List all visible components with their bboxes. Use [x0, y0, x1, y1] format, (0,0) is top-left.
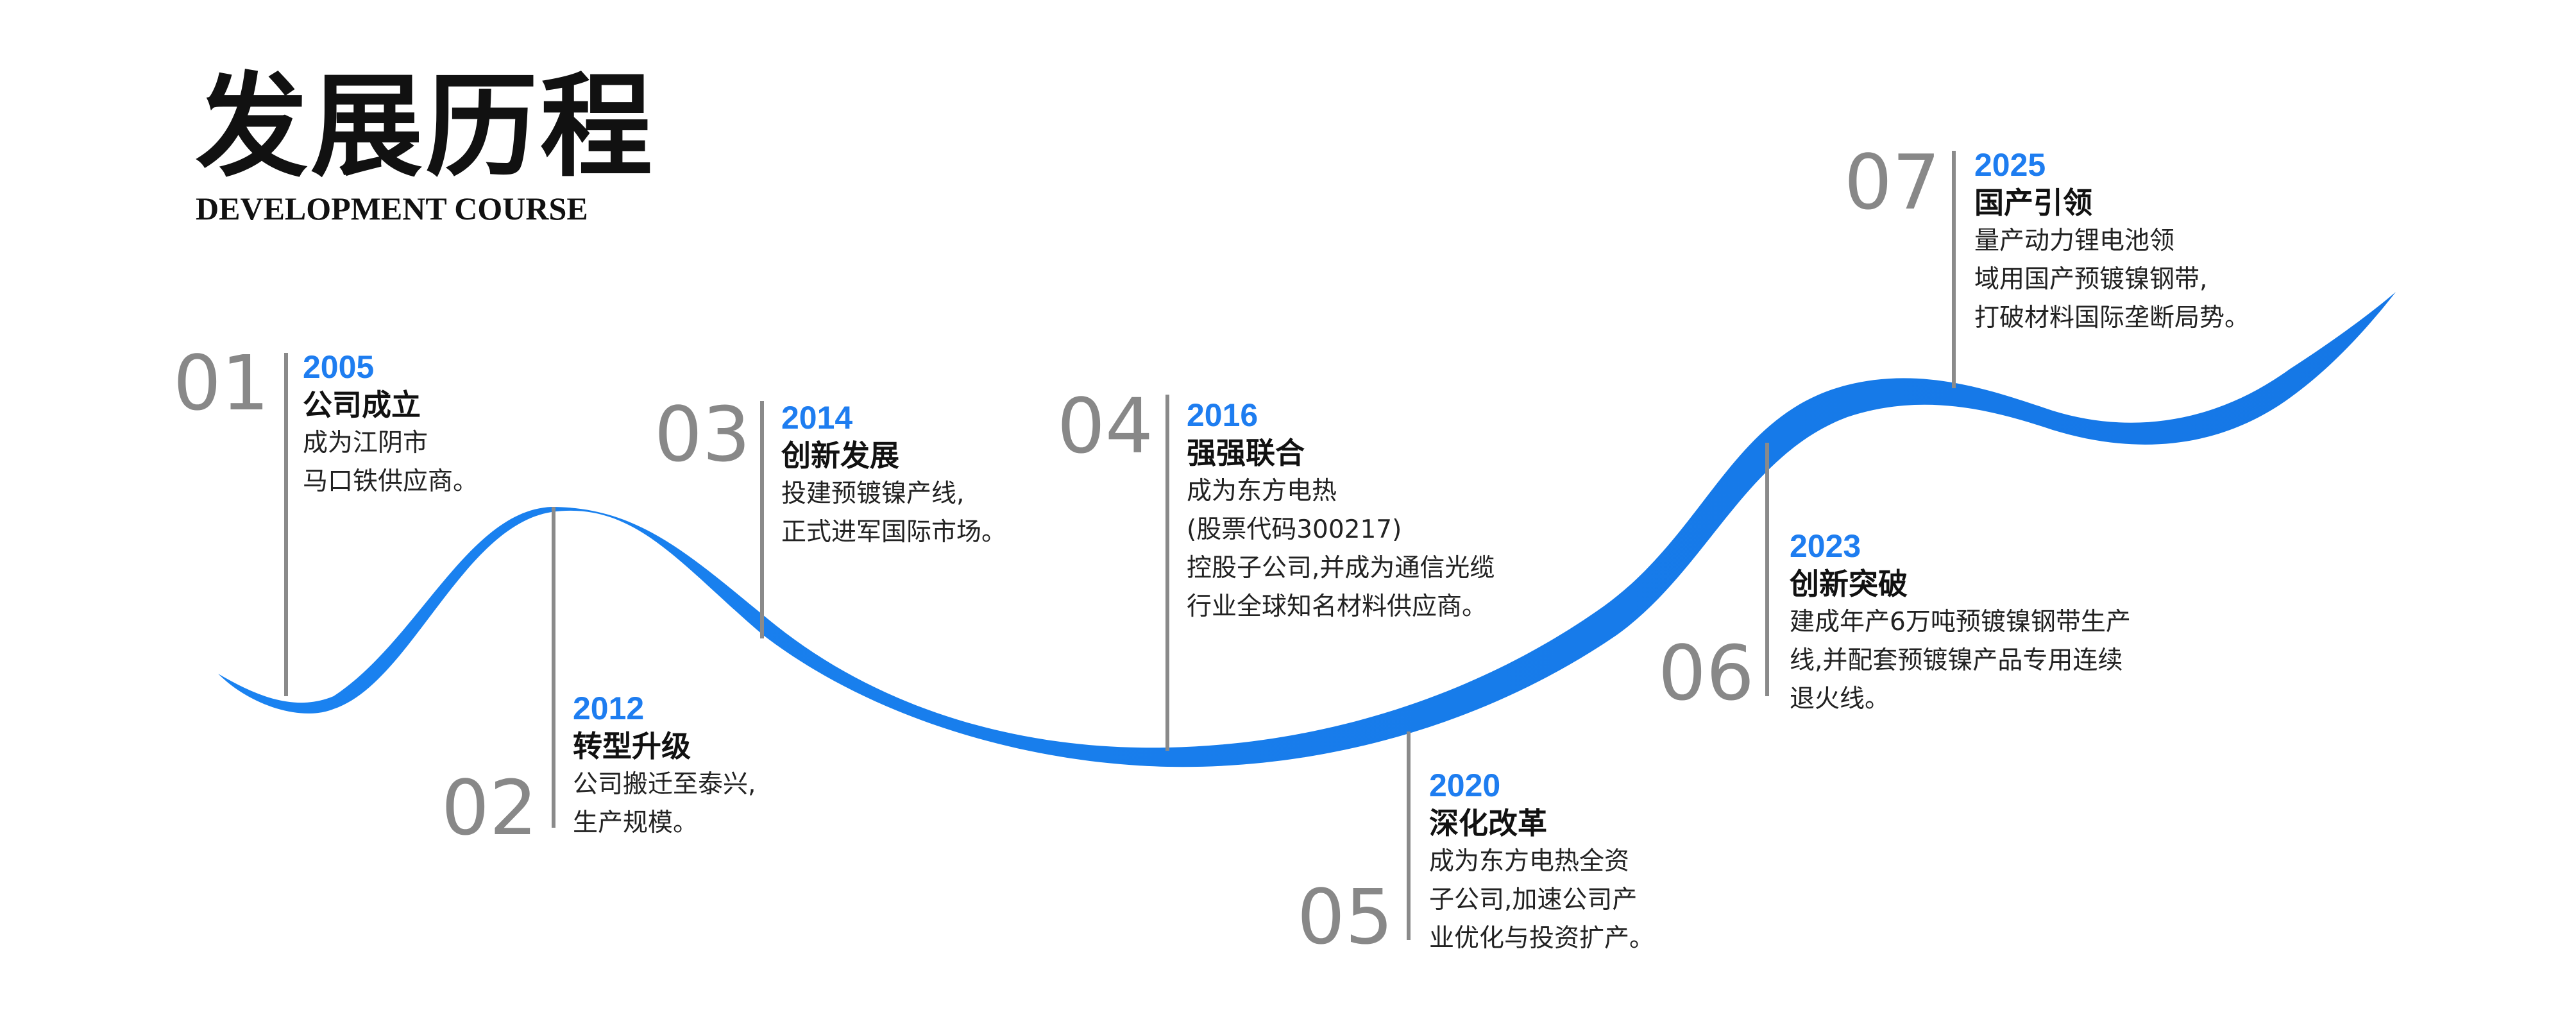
- milestone-desc-line: 公司搬迁至泰兴,: [573, 770, 756, 799]
- milestone-desc-line: 马口铁供应商。: [303, 467, 479, 496]
- milestone-heading: 创新发展: [781, 438, 899, 473]
- milestone-07: 2025 国产引领 量产动力锂电池领 域用国产预镀镍钢带, 打破材料国际垄断局势…: [1974, 146, 2250, 338]
- milestone-02: 2012 转型升级 公司搬迁至泰兴, 生产规模。: [573, 690, 756, 842]
- milestone-number: 02: [441, 764, 538, 852]
- milestone-heading: 创新突破: [1790, 567, 1908, 601]
- milestone-desc-line: 建成年产6万吨预镀镍钢带生产: [1790, 608, 2131, 637]
- divider-line-01: [284, 353, 288, 696]
- milestone-heading: 强强联合: [1187, 436, 1305, 470]
- milestone-04: 2016 强强联合 成为东方电热 (股票代码300217) 控股子公司,并成为通…: [1187, 397, 1495, 626]
- milestone-year: 2016: [1187, 397, 1258, 433]
- milestone-desc-line: 正式进军国际市场。: [781, 518, 1007, 547]
- milestone-desc-line: 生产规模。: [573, 808, 699, 837]
- divider-line-07: [1952, 151, 1956, 388]
- milestone-desc-line: 成为东方电热: [1187, 477, 1337, 506]
- milestone-year: 2012: [573, 690, 645, 726]
- milestone-03: 2014 创新发展 投建预镀镍产线, 正式进军国际市场。: [781, 399, 1006, 552]
- milestone-year: 2023: [1790, 528, 1861, 564]
- wave-ribbon: [218, 292, 2396, 767]
- milestone-number: 06: [1657, 629, 1754, 717]
- divider-line-06: [1765, 443, 1769, 696]
- milestone-01: 2005 公司成立 成为江阴市 马口铁供应商。: [303, 348, 478, 501]
- milestone-desc-line: 投建预镀镍产线,: [781, 479, 965, 508]
- divider-line-04: [1165, 395, 1169, 751]
- milestone-heading: 深化改革: [1429, 806, 1547, 841]
- milestone-desc-line: 控股子公司,并成为通信光缆: [1187, 554, 1495, 583]
- milestone-year: 2025: [1974, 147, 2046, 183]
- milestone-heading: 国产引领: [1974, 185, 2092, 220]
- milestone-desc-line: 业优化与投资扩产。: [1429, 924, 1655, 953]
- milestone-desc-line: 行业全球知名材料供应商。: [1187, 592, 1487, 621]
- milestone-05: 2020 深化改革 成为东方电热全资 子公司,加速公司产 业优化与投资扩产。: [1429, 767, 1654, 958]
- milestone-desc-line: 线,并配套预镀镍产品专用连续: [1790, 646, 2123, 675]
- milestone-number: 07: [1843, 138, 1940, 227]
- milestone-number: 04: [1056, 382, 1153, 470]
- milestone-heading: 转型升级: [573, 729, 691, 764]
- divider-line-02: [552, 507, 555, 828]
- milestone-desc-line: (股票代码300217): [1187, 515, 1402, 544]
- milestone-desc-line: 子公司,加速公司产: [1429, 885, 1638, 914]
- milestone-number: 05: [1296, 873, 1393, 961]
- page-subtitle: DEVELOPMENT COURSE: [196, 191, 588, 227]
- milestone-06: 2023 创新突破 建成年产6万吨预镀镍钢带生产 线,并配套预镀镍产品专用连续 …: [1790, 527, 2131, 719]
- page-title: 发展历程: [196, 61, 655, 192]
- milestone-number: 03: [654, 390, 750, 479]
- milestone-year: 2014: [781, 400, 853, 436]
- milestone-year: 2005: [303, 349, 375, 385]
- milestone-desc-line: 成为江阴市: [303, 429, 428, 457]
- divider-line-03: [760, 401, 764, 638]
- divider-line-05: [1407, 731, 1411, 940]
- milestone-year: 2020: [1429, 767, 1501, 803]
- milestone-desc-line: 成为东方电热全资: [1429, 847, 1630, 876]
- milestone-desc-line: 打破材料国际垄断局势。: [1974, 304, 2250, 332]
- milestone-number: 01: [173, 339, 269, 427]
- milestone-desc-line: 域用国产预镀镍钢带,: [1974, 265, 2208, 294]
- milestone-heading: 公司成立: [303, 388, 421, 422]
- milestone-desc-line: 退火线。: [1790, 685, 1890, 714]
- milestone-desc-line: 量产动力锂电池领: [1974, 227, 2175, 255]
